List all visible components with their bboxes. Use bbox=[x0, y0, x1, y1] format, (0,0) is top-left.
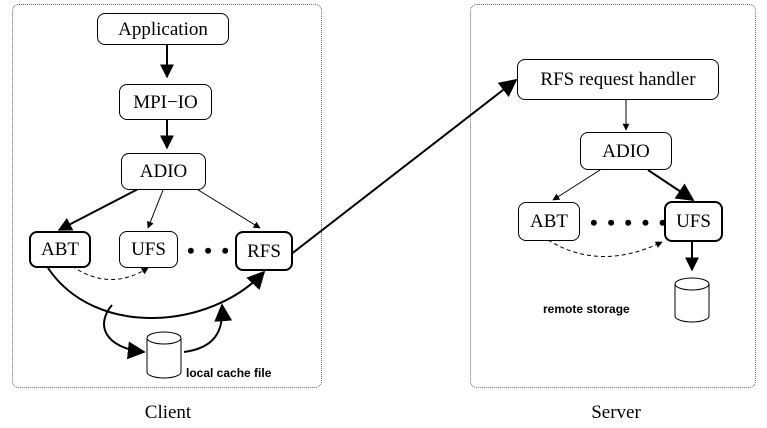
edge-abt-ufs-server-dashed bbox=[547, 239, 663, 257]
client-ufs-node: UFS bbox=[119, 231, 178, 268]
server-adio-node: ADIO bbox=[580, 132, 672, 170]
server-caption: Server bbox=[591, 402, 641, 423]
server-rfs-request-handler-node: RFS request handler bbox=[517, 59, 719, 100]
server-abt-node: ABT bbox=[518, 202, 580, 241]
client-abt-node: ABT bbox=[29, 231, 91, 268]
client-adio-node: ADIO bbox=[121, 153, 206, 190]
edge-from-cache bbox=[183, 303, 233, 353]
client-ellipsis: • • • • bbox=[187, 238, 249, 263]
edge-to-cache bbox=[103, 304, 146, 360]
edge-rfs-to-server bbox=[289, 78, 518, 256]
client-panel bbox=[12, 4, 322, 388]
edge-adio-abt bbox=[57, 187, 141, 231]
client-application-node: Application bbox=[97, 13, 229, 45]
server-ellipsis: • • • • • • bbox=[590, 210, 686, 235]
remote-storage-label: remote storage bbox=[543, 302, 630, 316]
client-caption: Client bbox=[144, 402, 192, 423]
edge-adio-abt-server bbox=[552, 169, 601, 201]
edge-abt-ufs-dashed bbox=[71, 265, 149, 280]
remote-storage-cylinder-icon bbox=[674, 277, 710, 323]
local-cache-file-label: local cache file bbox=[186, 366, 272, 380]
client-rfs-node: RFS bbox=[235, 231, 293, 271]
server-panel bbox=[470, 4, 756, 388]
edge-adio-ufs bbox=[147, 189, 164, 229]
edge-adio-rfs bbox=[194, 187, 261, 229]
edge-abt-rfs bbox=[47, 267, 266, 319]
edge-adio-ufs-server bbox=[647, 169, 695, 201]
client-mpi-io-node: MPI−IO bbox=[119, 84, 212, 120]
local-cache-cylinder-icon bbox=[146, 331, 182, 379]
server-ufs-node: UFS bbox=[664, 201, 723, 242]
